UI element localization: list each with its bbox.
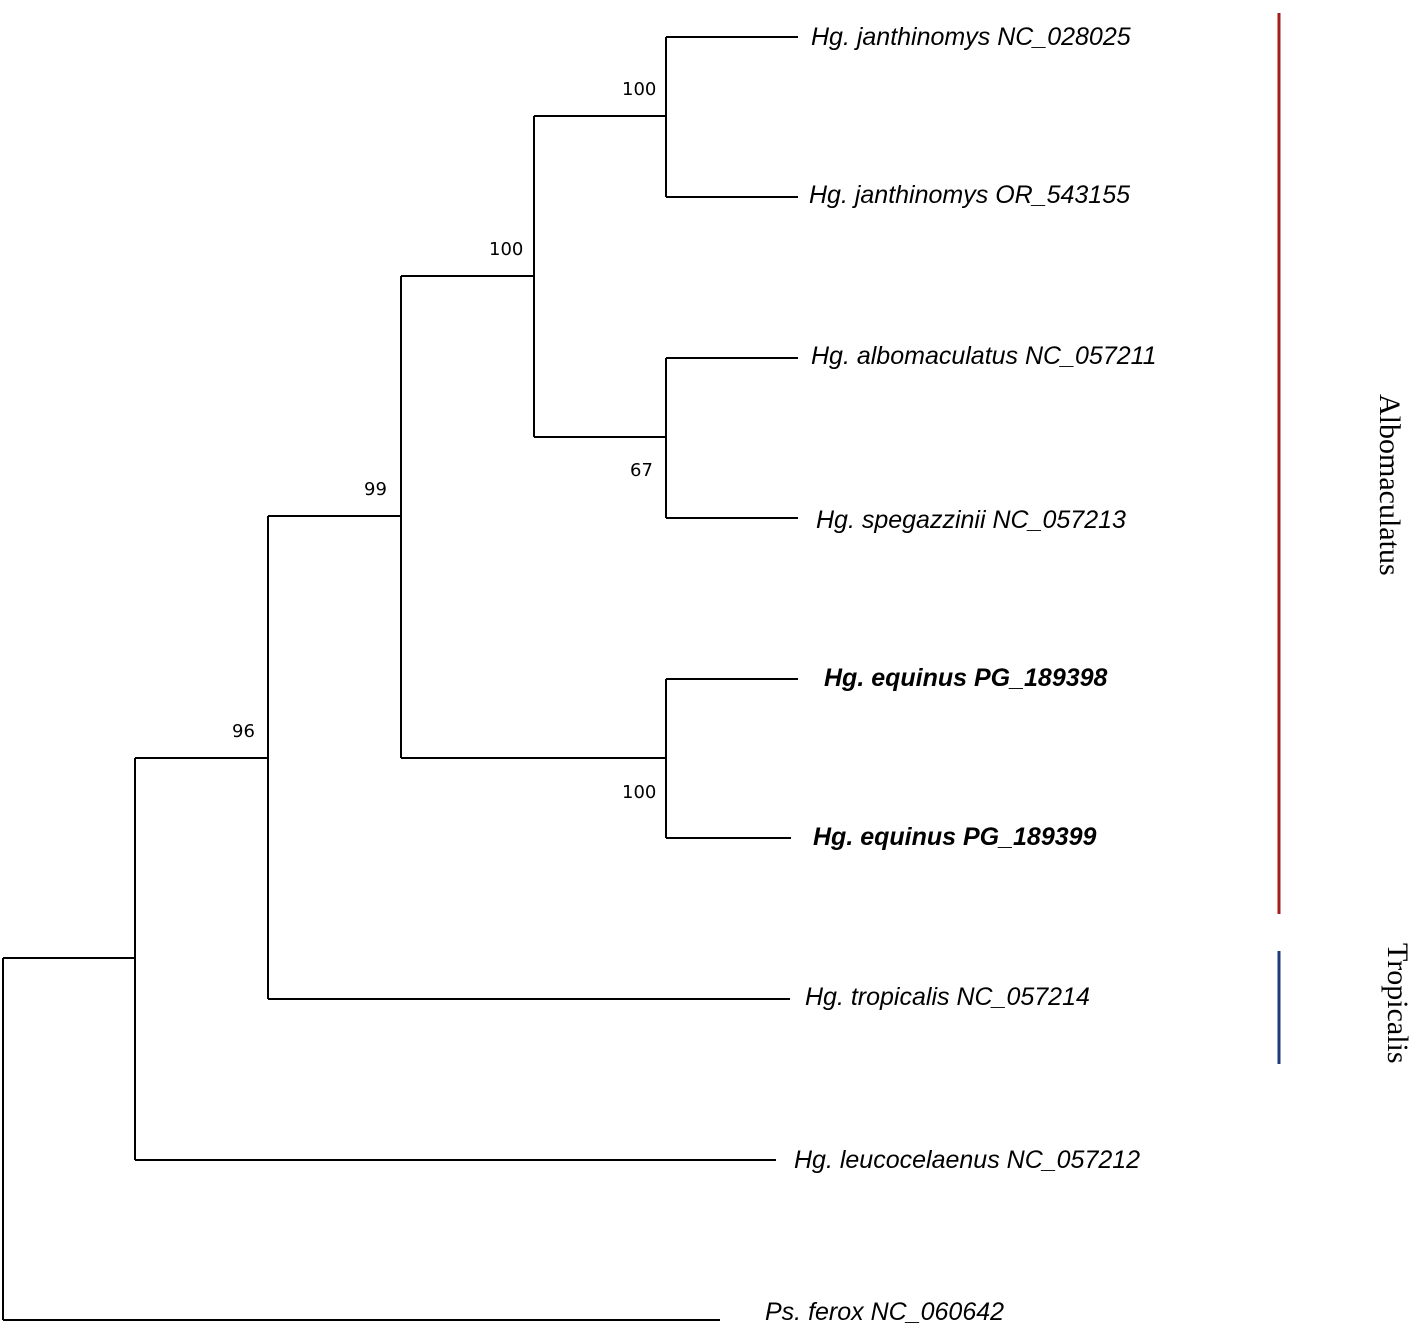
support-albomaculatus-group: 99 bbox=[364, 479, 387, 500]
support-haemagogus-core: 96 bbox=[232, 721, 255, 742]
leaf-label-equinus-pg189398: Hg. equinus PG_189398 bbox=[824, 664, 1108, 692]
leaf-label-janthinomys-nc028025: Hg. janthinomys NC_028025 bbox=[811, 23, 1131, 51]
support-values: 100 67 100 100 99 96 bbox=[232, 79, 656, 803]
branch-node-100-upper bbox=[533, 115, 666, 438]
leaf-label-equinus-pg189399: Hg. equinus PG_189399 bbox=[813, 823, 1097, 851]
branch-node-96 bbox=[267, 515, 790, 1000]
branch-albo-spegazzinii bbox=[665, 357, 798, 519]
tree-branches bbox=[2, 36, 798, 1321]
leaf-label-ferox-nc060642: Ps. ferox NC_060642 bbox=[765, 1298, 1004, 1326]
clade-label-albomaculatus: Albomaculatus bbox=[1373, 394, 1406, 576]
clade-label-tropicalis: Tropicalis bbox=[1381, 943, 1414, 1064]
clade-annotations: Albomaculatus Tropicalis bbox=[1277, 13, 1414, 1064]
branch-node-99 bbox=[400, 275, 666, 759]
leaf-label-leucocelaenus-nc057212: Hg. leucocelaenus NC_057212 bbox=[794, 1146, 1140, 1174]
leaf-label-albomaculatus-nc057211: Hg. albomaculatus NC_057211 bbox=[811, 342, 1157, 370]
branch-node-leucocelaenus-split bbox=[134, 757, 776, 1161]
leaf-label-tropicalis-nc057214: Hg. tropicalis NC_057214 bbox=[805, 983, 1090, 1011]
branch-janthinomys-clade bbox=[665, 36, 798, 198]
leaf-labels: Hg. janthinomys NC_028025 Hg. janthinomy… bbox=[765, 23, 1157, 1326]
support-janthinomys-albo-clade: 100 bbox=[489, 239, 523, 260]
support-albo-spegazzinii: 67 bbox=[630, 460, 653, 481]
support-janthinomys-clade: 100 bbox=[622, 79, 656, 100]
support-equinus-clade: 100 bbox=[622, 782, 656, 803]
leaf-label-janthinomys-or543155: Hg. janthinomys OR_543155 bbox=[809, 181, 1130, 209]
branch-equinus-clade bbox=[665, 678, 798, 839]
leaf-label-spegazzinii-nc057213: Hg. spegazzinii NC_057213 bbox=[816, 506, 1126, 534]
branch-root bbox=[2, 957, 720, 1321]
